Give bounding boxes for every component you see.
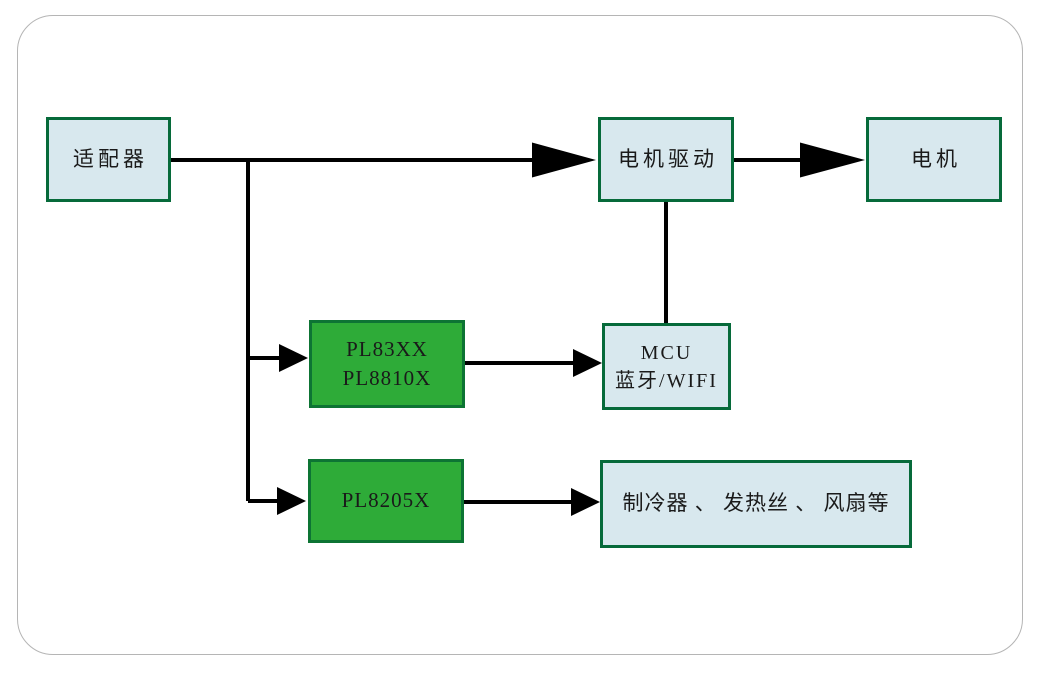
node-mcu-label-line1: MCU	[640, 341, 693, 364]
node-mcu-bluetooth-wifi: MCU 蓝牙/WIFI	[602, 323, 731, 410]
node-pl8205x: PL8205X	[308, 459, 464, 543]
node-motor-drive-label: 电机驱动	[618, 146, 718, 171]
outer-rounded-frame	[17, 15, 1023, 655]
node-motor-drive: 电机驱动	[598, 117, 734, 202]
node-pl83xx-pl8810x: PL83XX PL8810X	[309, 320, 465, 408]
edge-adapter-to-motor-drive-arrowhead	[532, 142, 596, 178]
node-mcu-label-line2: 蓝牙/WIFI	[615, 369, 718, 392]
edge-motor-drive-to-motor-arrowhead	[800, 142, 865, 178]
node-adapter: 适配器	[46, 117, 171, 202]
edge-pl8205-to-loads-arrowhead	[571, 488, 600, 516]
node-motor-label: 电机	[911, 146, 961, 171]
node-loads-label: 制冷器 、 发热丝 、 风扇等	[622, 491, 890, 516]
edge-pl83-to-mcu-arrowhead	[573, 349, 602, 377]
node-pl83xx-label-line1: PL83XX	[346, 336, 428, 361]
node-pl8205x-label: PL8205X	[341, 488, 431, 513]
node-pl83xx-label-line2: PL8810X	[342, 366, 432, 390]
edge-adapter-to-pl8205-arrowhead	[277, 487, 306, 515]
node-adapter-label: 适配器	[73, 146, 148, 171]
edge-adapter-to-pl83-arrowhead	[279, 344, 308, 372]
node-loads: 制冷器 、 发热丝 、 风扇等	[600, 460, 912, 548]
node-motor: 电机	[866, 117, 1002, 202]
